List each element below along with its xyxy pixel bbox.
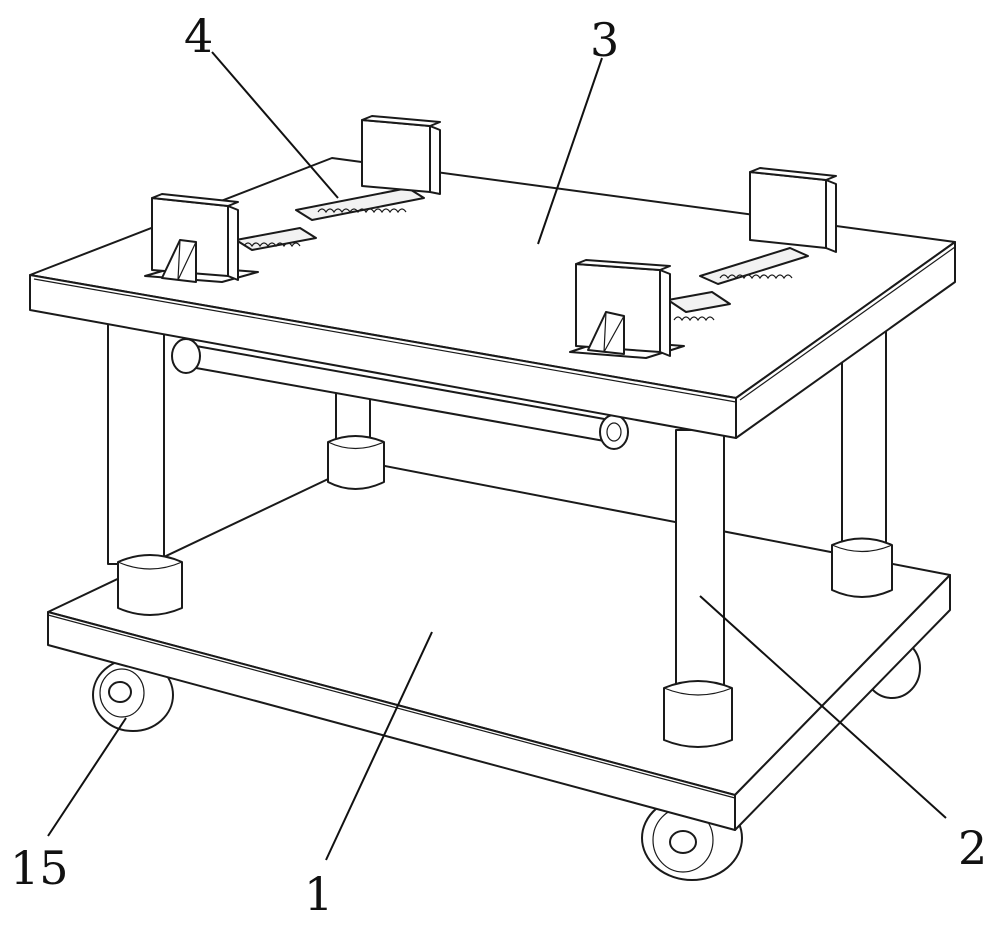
rear-right-column xyxy=(832,325,892,597)
clamp-block-back-right xyxy=(750,168,836,252)
front-left-column xyxy=(108,318,182,615)
leader-4 xyxy=(212,52,338,198)
bottom-plate xyxy=(48,462,950,830)
label-4: 4 xyxy=(184,9,213,63)
label-1: 1 xyxy=(304,867,333,921)
label-2: 2 xyxy=(958,821,987,875)
label-3: 3 xyxy=(590,13,619,67)
clamp-block-back-left xyxy=(362,116,440,194)
clamp-block-front-right xyxy=(570,260,684,358)
label-15: 15 xyxy=(10,841,69,895)
rear-left-column xyxy=(328,390,384,489)
leader-15 xyxy=(48,718,126,836)
